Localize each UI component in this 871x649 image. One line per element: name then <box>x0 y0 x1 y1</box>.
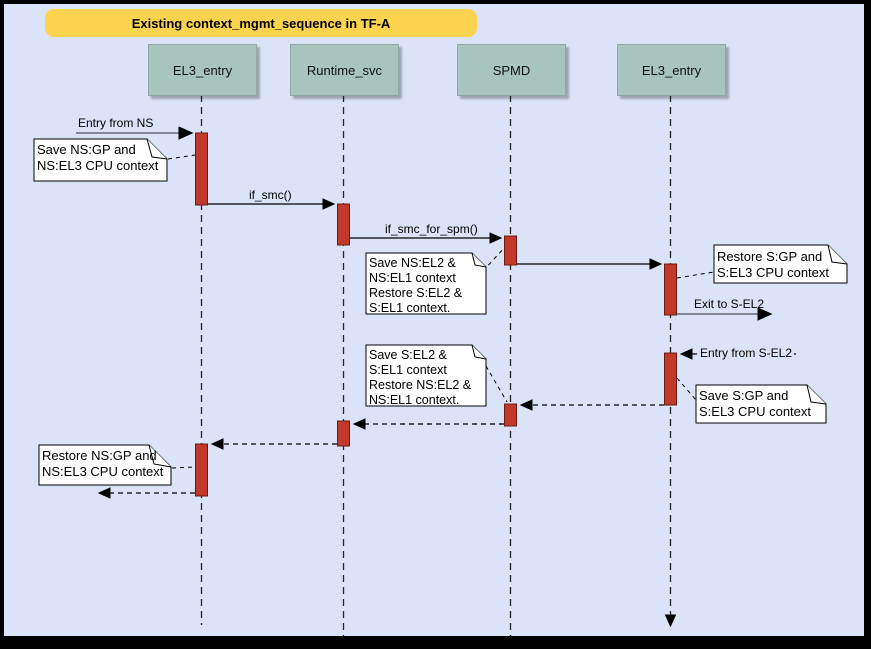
note-fold-icon <box>827 244 848 265</box>
note-connector-restore-ns-gp <box>171 466 196 469</box>
note-connector-save-s-gp <box>676 377 697 401</box>
note-connector-restore-s-gp <box>676 271 715 279</box>
lifeline-label: EL3_entry <box>641 62 702 78</box>
lifeline-label: Runtime_svc <box>306 62 383 78</box>
activation-el3-entry-ns <box>195 132 208 206</box>
note-shape-save-s-gp <box>695 384 827 424</box>
message-label-if-smc-for-spm: if_smc_for_spm() <box>385 222 478 236</box>
note-connector-spmd-entry <box>482 246 506 272</box>
note-shape-restore-ns-gp <box>38 444 172 486</box>
note-shape-spmd-entry <box>365 252 487 315</box>
note-shape-restore-s-gp <box>713 244 848 284</box>
note-fold-icon <box>148 444 172 468</box>
diagram-title: Existing context_mgmt_sequence in TF-A <box>45 9 477 37</box>
note-fold-icon <box>806 384 827 405</box>
note-text-spmd-exit: Save S:EL2 & S:EL1 context Restore NS:EL… <box>369 348 472 407</box>
message-label-if-smc: if_smc() <box>249 188 292 202</box>
activation-runtime-svc-return <box>337 420 350 447</box>
activation-spmd-entry <box>504 235 517 266</box>
lifeline-box-spmd: SPMD <box>457 44 566 96</box>
lifeline-label: SPMD <box>492 62 531 78</box>
note-text-save-ns-gp: Save NS:GP and NS:EL3 CPU context <box>37 142 159 173</box>
note-text-save-s-gp: Save S:GP and S:EL3 CPU context <box>699 388 811 419</box>
message-label-entry-from-ns: Entry from NS <box>78 116 154 130</box>
note-shape-spmd-exit <box>365 344 487 407</box>
lifeline-box-el3-entry-2: EL3_entry <box>617 44 726 96</box>
activation-spmd-return <box>504 403 517 427</box>
activation-el3-exit-ns <box>195 443 208 497</box>
note-connector-save-ns-gp <box>167 154 196 160</box>
lifeline-label: EL3_entry <box>172 62 233 78</box>
diagram-background <box>4 4 864 636</box>
note-fold-icon <box>471 252 487 268</box>
note-fold-icon <box>146 138 168 160</box>
lifeline-box-el3-entry-1: EL3_entry <box>148 44 257 96</box>
activation-runtime-svc-smc <box>337 203 350 246</box>
note-text-spmd-entry: Save NS:EL2 & NS:EL1 context Restore S:E… <box>369 256 463 315</box>
message-label-entry-from-s-el2: Entry from S-EL2 <box>698 346 795 360</box>
note-text-restore-s-gp: Restore S:GP and S:EL3 CPU context <box>717 249 829 280</box>
lifeline-box-runtime-svc: Runtime_svc <box>290 44 399 96</box>
note-shape-save-ns-gp <box>33 138 168 182</box>
note-connector-spmd-exit <box>485 365 508 403</box>
note-fold-icon <box>471 344 487 360</box>
note-text-restore-ns-gp: Restore NS:GP and NS:EL3 CPU context <box>42 448 164 479</box>
message-label-exit-to-s-el2: Exit to S-EL2 <box>694 297 765 311</box>
activation-el3-entry-sel2 <box>664 352 677 406</box>
activation-el3-exit-sel2 <box>664 263 677 316</box>
